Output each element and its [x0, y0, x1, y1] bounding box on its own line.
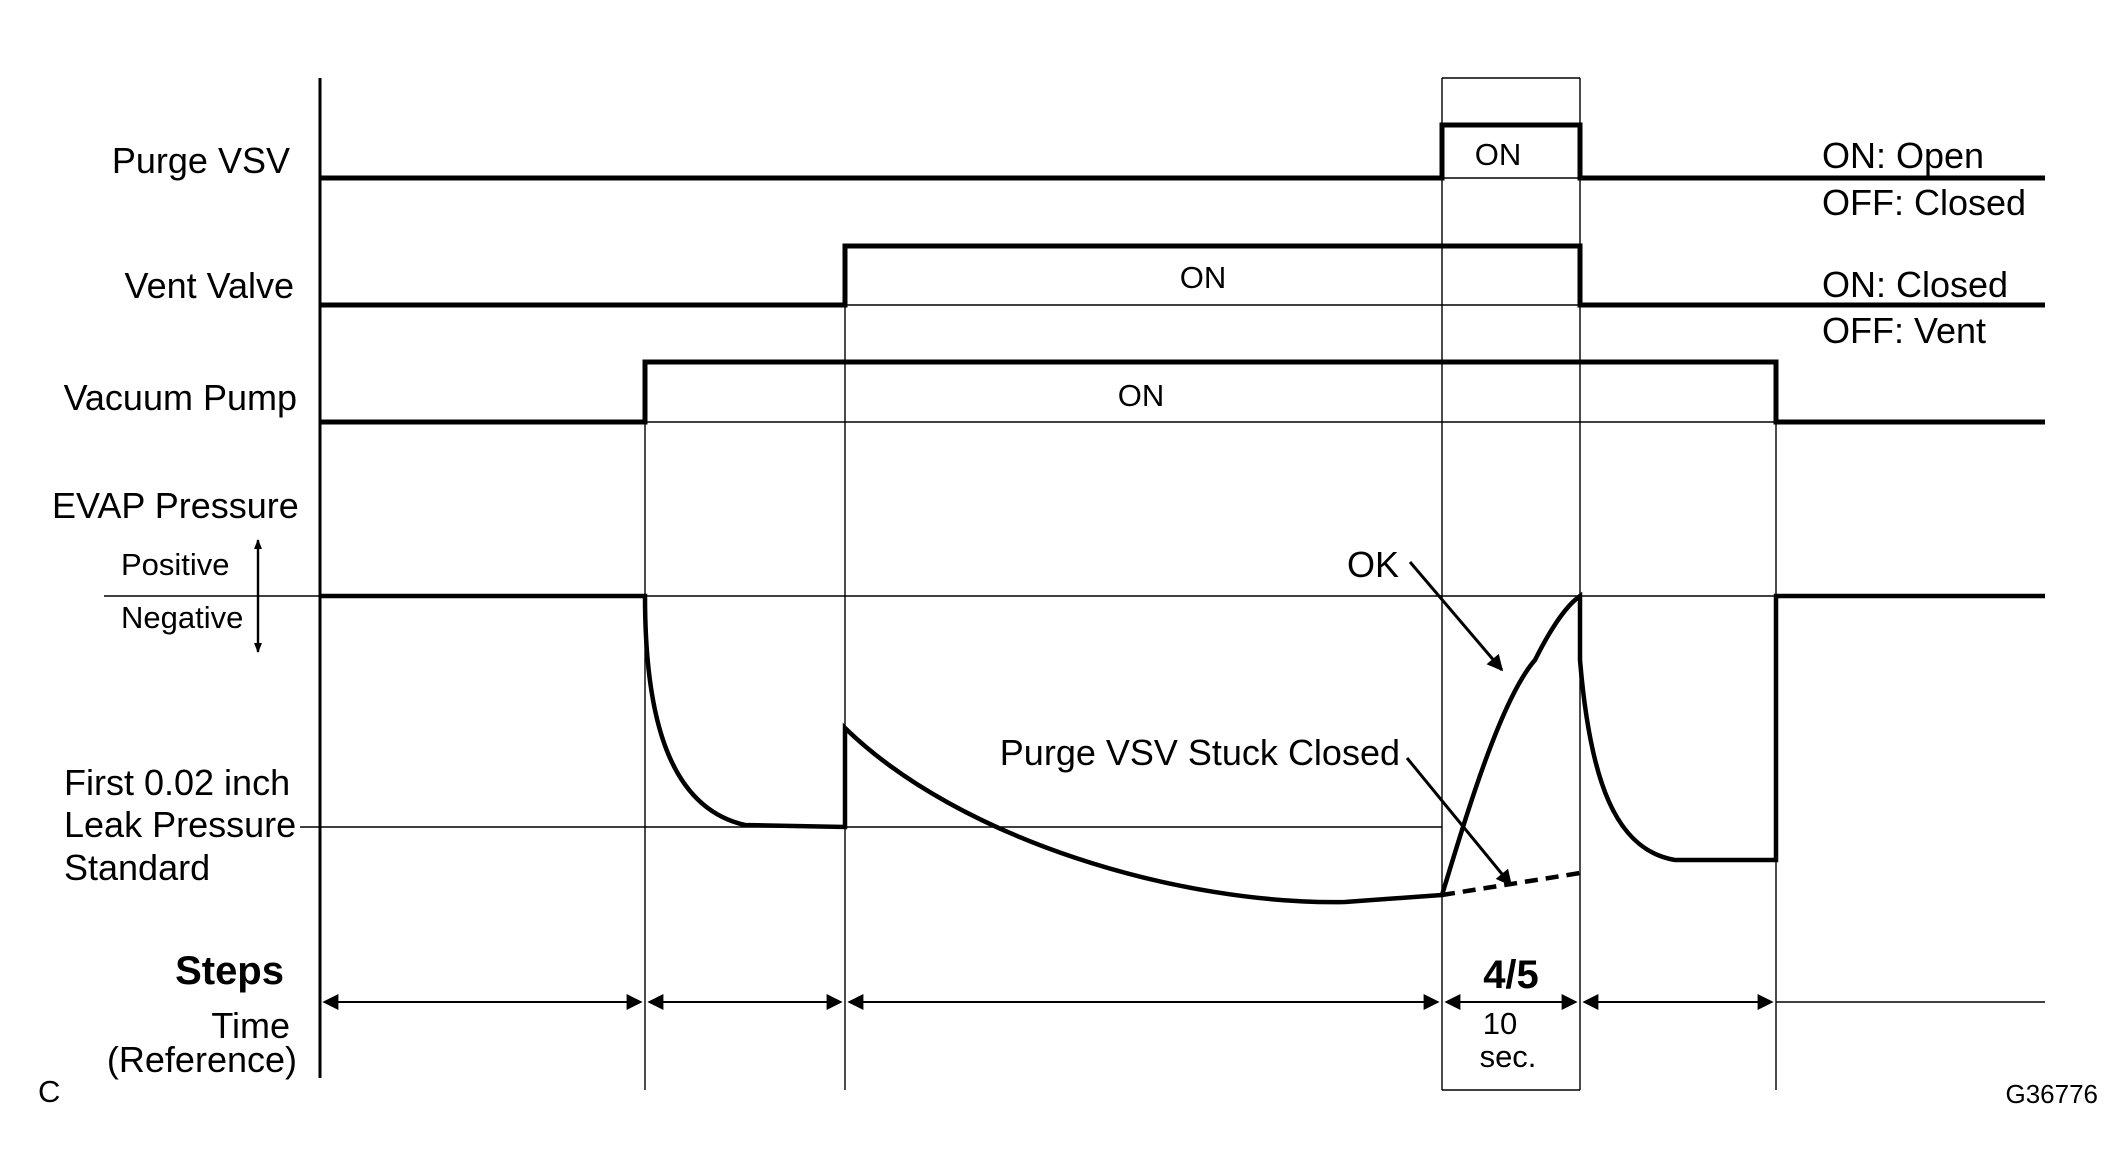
vent-valve-on-label: ON [1180, 260, 1227, 295]
leak-standard-label-1: First 0.02 inch [64, 762, 290, 803]
vacuum-pump-signal [320, 359, 2045, 425]
purge-vsv-legend-off: OFF: Closed [1822, 182, 2026, 223]
time-label: Time [211, 1005, 290, 1046]
vent-valve-legend-on: ON: Closed [1822, 264, 2008, 305]
vent-valve-label: Vent Valve [125, 265, 294, 306]
vacuum-pump-on-label: ON [1118, 378, 1165, 413]
step-duration-value: 10 [1483, 1006, 1517, 1041]
purge-vsv-on-label: ON [1475, 137, 1522, 172]
purge-vsv-label: Purge VSV [112, 140, 290, 181]
step-4-5-label: 4/5 [1483, 953, 1539, 997]
steps-heading: Steps [175, 949, 284, 993]
leak-standard-label-2: Leak Pressure [64, 804, 296, 845]
negative-label: Negative [121, 600, 243, 635]
stuck-closed-pointer-arrow [1405, 757, 1513, 887]
corner-marker: C [38, 1074, 60, 1109]
time-reference-label: (Reference) [107, 1039, 297, 1080]
figure-id: G36776 [2005, 1079, 2098, 1109]
evap-pressure-label: EVAP Pressure [52, 485, 299, 526]
ok-annotation: OK [1347, 544, 1399, 585]
purge-vsv-signal [320, 122, 2045, 181]
positive-label: Positive [121, 547, 230, 582]
leak-standard-label-3: Standard [64, 847, 210, 888]
stuck-closed-annotation: Purge VSV Stuck Closed [1000, 732, 1400, 773]
vacuum-pump-label: Vacuum Pump [64, 377, 297, 418]
purge-vsv-legend-on: ON: Open [1822, 135, 1984, 176]
ok-pointer-arrow [1408, 561, 1504, 672]
step-duration-unit: sec. [1480, 1039, 1537, 1074]
vent-valve-signal [320, 243, 2045, 308]
vent-valve-legend-off: OFF: Vent [1822, 310, 1986, 351]
